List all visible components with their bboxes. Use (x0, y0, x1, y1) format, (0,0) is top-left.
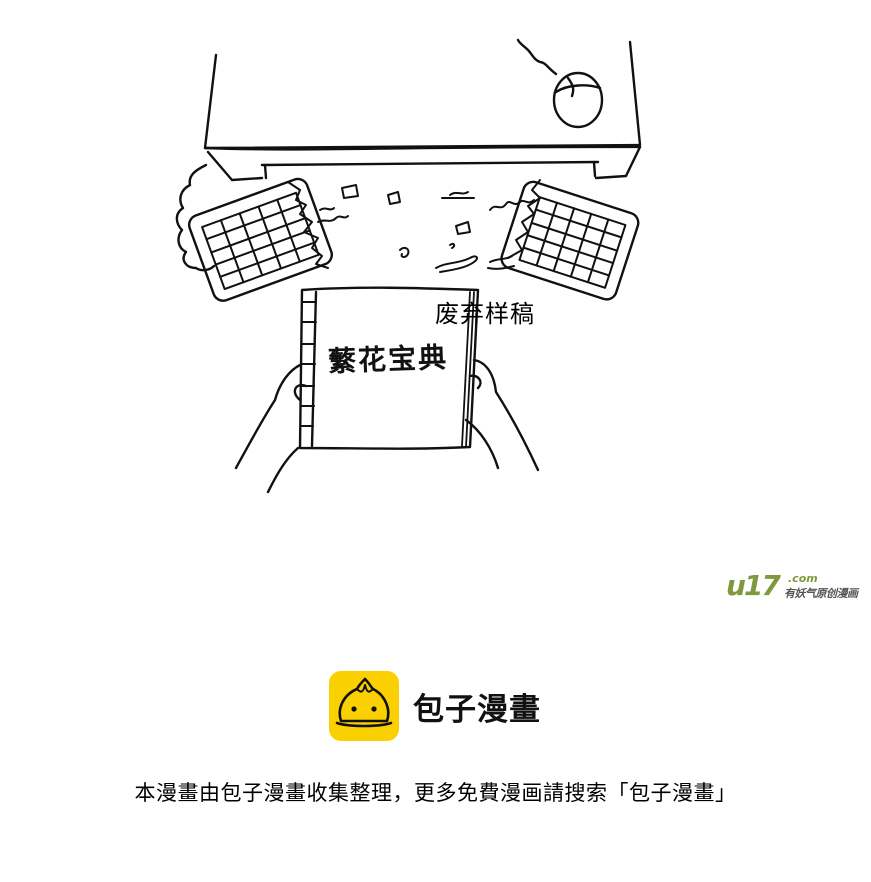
brand-name: 包子漫畫 (413, 691, 541, 728)
brand-logo: 包子漫畫 (329, 671, 541, 741)
manuscript-title: 蘩花宝典 (327, 340, 449, 379)
footer-notice: 本漫畫由包子漫畫收集整理，更多免費漫画請搜索「包子漫畫」 (134, 781, 737, 805)
comic-panel: 废弃样稿 蘩花宝典 (175, 38, 642, 494)
u17-logo: u17 (726, 569, 781, 602)
u17-watermark: u17 .com 有妖气原创漫画 (726, 571, 871, 601)
baozi-bun-icon (329, 671, 399, 741)
u17-tagline: 有妖气原创漫画 (784, 587, 858, 600)
comic-illustration (175, 38, 642, 494)
u17-domain: .com (788, 572, 818, 585)
panel-caption: 废弃样稿 (435, 300, 535, 328)
